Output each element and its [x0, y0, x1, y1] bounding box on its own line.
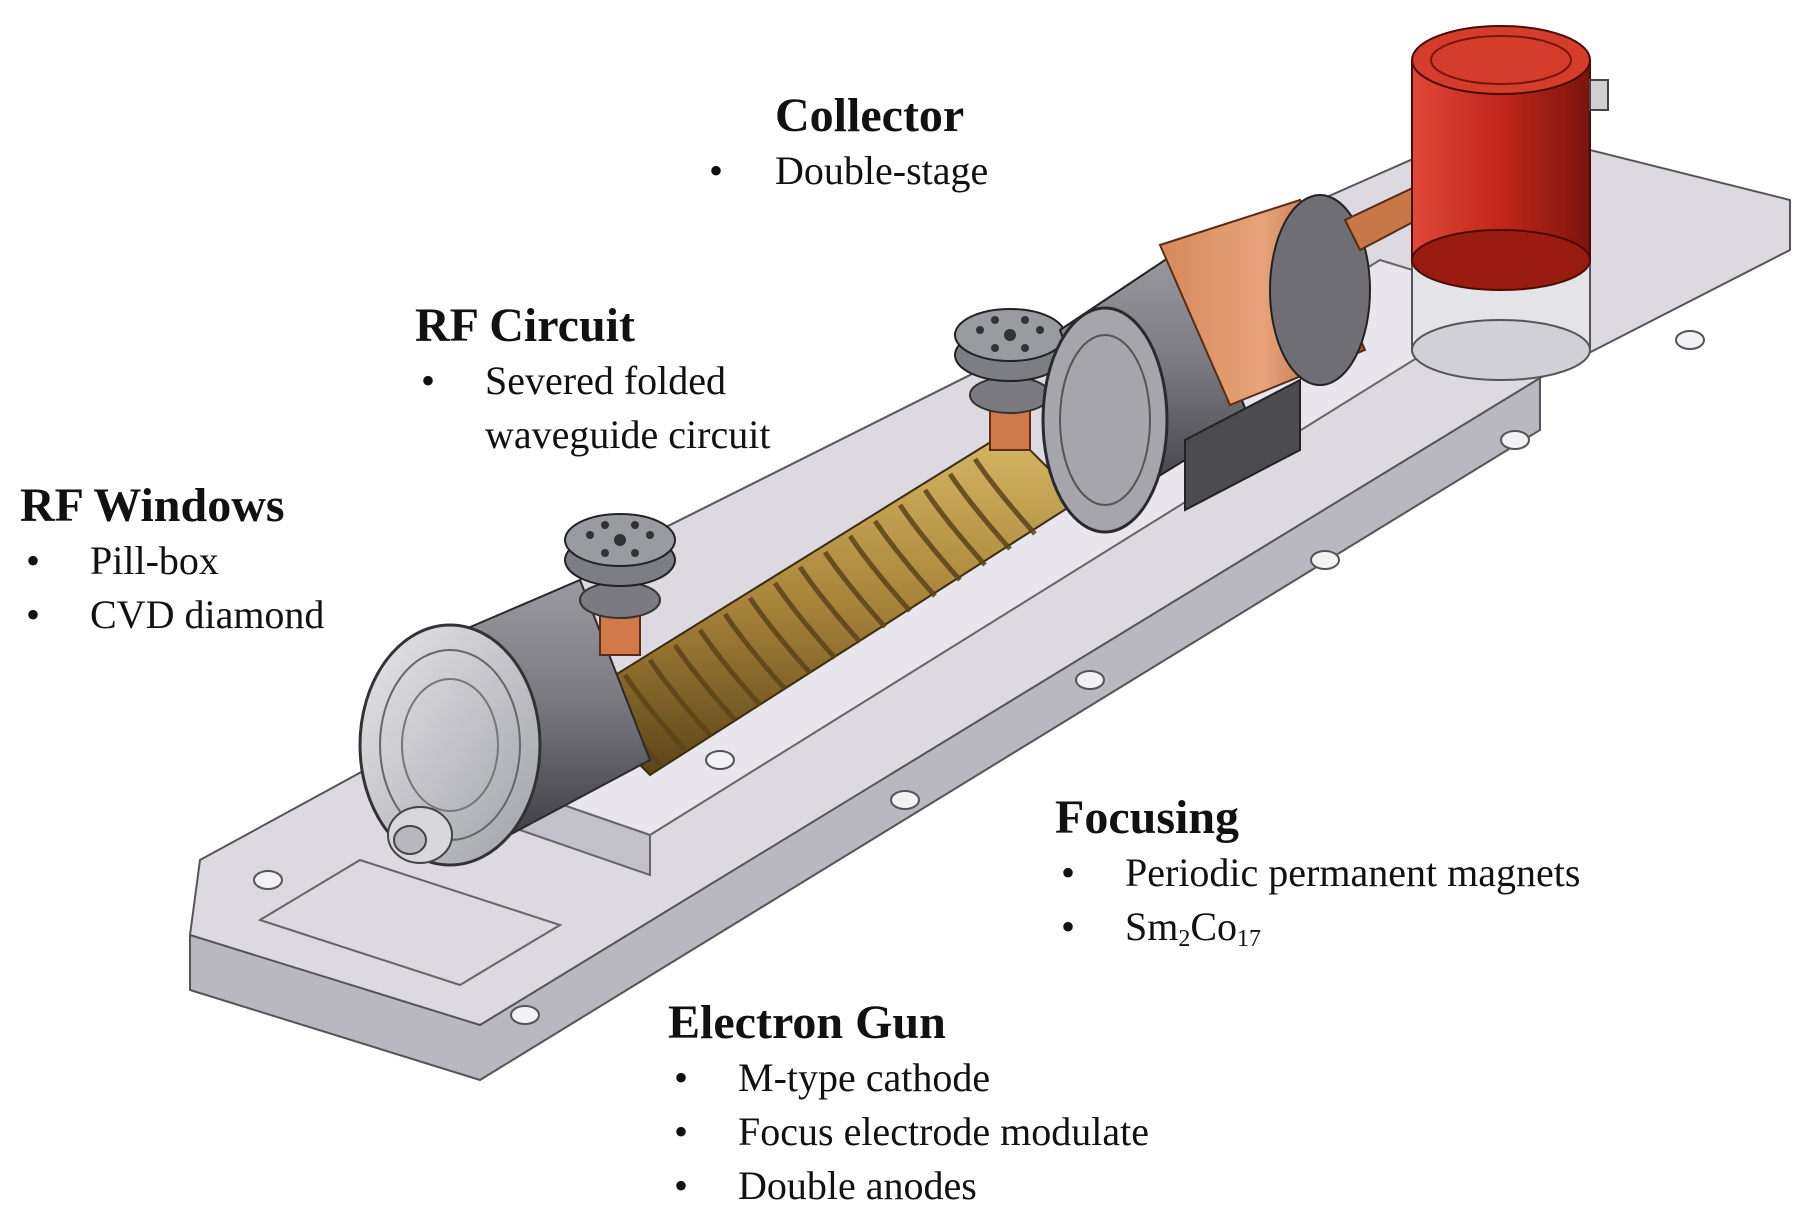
- output-rf-window: [954, 308, 1066, 451]
- bullet: •: [1061, 850, 1076, 895]
- label-item-text: CVD diamond: [90, 592, 325, 637]
- material-formula: Sm2Co17: [1125, 904, 1262, 952]
- label-item-text: Double anodes: [738, 1163, 977, 1208]
- label-title: Collector: [775, 89, 965, 142]
- label-item-text: Focus electrode modulate: [738, 1109, 1149, 1154]
- label-item: • M-type cathode: [668, 1051, 1149, 1105]
- label-item-text: Periodic permanent magnets: [1125, 850, 1581, 895]
- label-electron-gun: Electron Gun • M-type cathode • Focus el…: [668, 995, 1149, 1213]
- bullet: •: [674, 1109, 689, 1154]
- bullet: •: [674, 1055, 689, 1100]
- mounting-holes: [253, 330, 1705, 1025]
- label-item-text: Pill-box: [90, 538, 219, 583]
- label-title: RF Circuit: [415, 299, 635, 352]
- flange-icon: [976, 316, 1044, 352]
- label-item: • Periodic permanent magnets: [1055, 846, 1580, 900]
- label-title: Focusing: [1055, 791, 1240, 844]
- label-item-text: Double-stage: [775, 148, 989, 193]
- bullet: •: [1061, 904, 1076, 949]
- bullet: •: [674, 1163, 689, 1208]
- label-item-text: waveguide circuit: [485, 412, 771, 457]
- rf-circuit-helix: [573, 428, 1082, 777]
- label-item: • Focus electrode modulate: [668, 1105, 1149, 1159]
- label-rf-circuit: RF Circuit • Severed folded waveguide ci…: [415, 298, 770, 462]
- input-rf-window: [564, 513, 676, 656]
- bullet: •: [26, 538, 41, 583]
- label-item: • Severed folded: [415, 354, 770, 408]
- label-item: • CVD diamond: [20, 588, 324, 642]
- collector-red-cap: [1411, 25, 1609, 381]
- label-item-text: Severed folded: [485, 358, 727, 403]
- label-item-text: M-type cathode: [738, 1055, 991, 1100]
- bullet: •: [26, 592, 41, 637]
- label-collector: Collector • Double-stage: [709, 88, 988, 198]
- label-focusing: Focusing • Periodic permanent magnets • …: [1055, 790, 1580, 966]
- label-title: RF Windows: [20, 479, 285, 532]
- flange-icon: [586, 521, 654, 557]
- label-item: • Pill-box: [20, 534, 324, 588]
- label-item-continued: waveguide circuit: [415, 408, 770, 462]
- label-item: • Double-stage: [703, 144, 988, 198]
- bullet: •: [709, 148, 724, 193]
- electron-gun-housing: [358, 578, 652, 867]
- label-title: Electron Gun: [668, 996, 946, 1049]
- label-item-material: • Sm2Co17: [1055, 900, 1580, 966]
- bullet: •: [421, 358, 436, 403]
- label-item: • Double anodes: [668, 1159, 1149, 1213]
- label-rf-windows: RF Windows • Pill-box • CVD diamond: [20, 478, 324, 642]
